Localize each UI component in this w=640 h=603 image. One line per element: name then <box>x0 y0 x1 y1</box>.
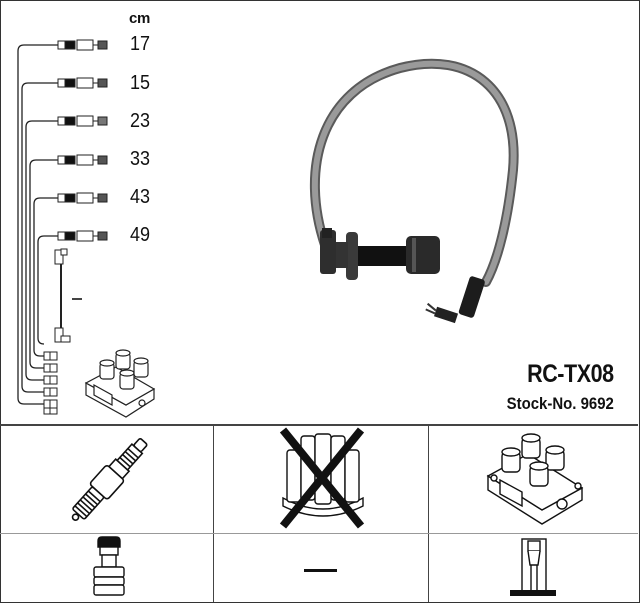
spark-plug-icon <box>71 438 148 521</box>
coil-boot <box>425 276 485 324</box>
top-panel: cm 17 15 23 33 43 49 <box>0 10 638 426</box>
length-label-5: 43 <box>130 186 151 208</box>
base-plate <box>510 590 556 596</box>
ignition-coil-small-icon <box>84 349 156 418</box>
length-label-6: 49 <box>130 224 151 246</box>
coil-lead-quantity-dash <box>72 298 82 300</box>
length-label-1: 17 <box>130 33 151 55</box>
coil-terminals <box>43 351 58 415</box>
grid-row-divider <box>0 533 638 534</box>
spark-plug-connector-icon <box>93 536 125 596</box>
ignition-cable-photo <box>309 58 519 324</box>
distributor-cap-icon <box>279 427 365 529</box>
not-applicable-cross-icon <box>279 427 365 529</box>
length-label-4: 33 <box>130 148 151 170</box>
length-label-2: 15 <box>130 72 151 94</box>
spark-plug-boot <box>320 228 440 280</box>
stock-number: Stock-No. 9692 <box>506 394 614 413</box>
grid-divider-1 <box>213 426 214 602</box>
cable-harness-schematic <box>17 39 108 415</box>
coil-lead-connectors <box>54 248 71 343</box>
unit-label: cm <box>129 10 151 27</box>
no-connector-dash <box>304 569 337 572</box>
product-code: RC-TX08 <box>527 360 614 388</box>
coil-connector-icon <box>510 538 556 596</box>
ignition-coil-icon <box>486 433 584 525</box>
length-label-3: 23 <box>130 110 151 132</box>
cable-connectors <box>57 39 108 242</box>
grid-divider-2 <box>428 426 429 602</box>
